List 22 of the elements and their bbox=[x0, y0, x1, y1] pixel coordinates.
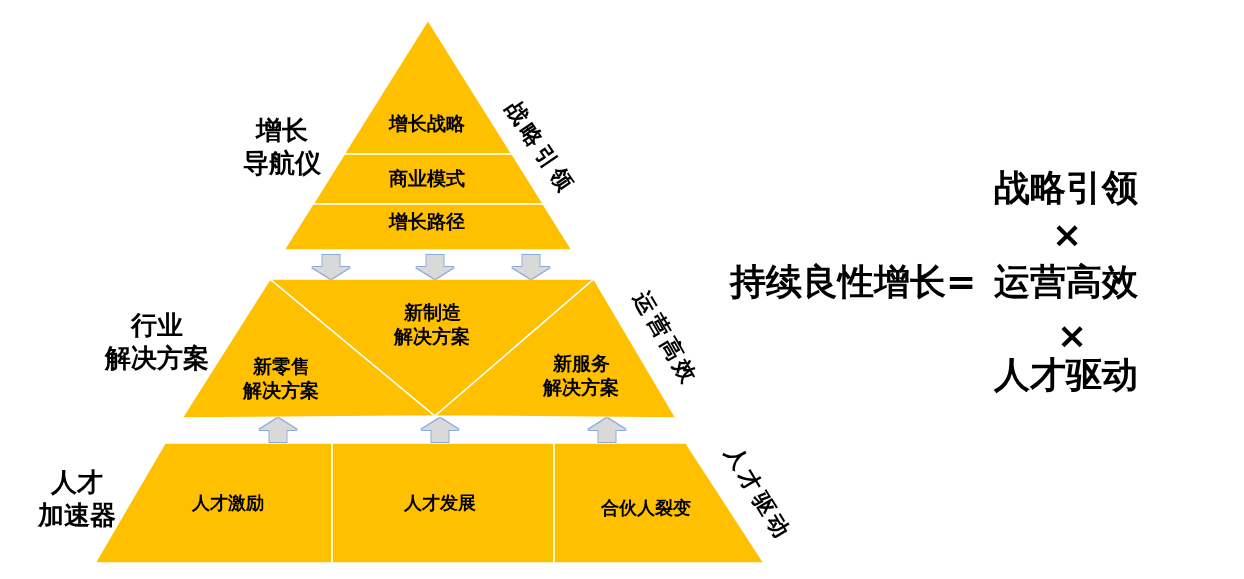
section-label: 合伙人裂变 bbox=[601, 496, 691, 520]
section-label: 新零售解决方案 bbox=[242, 355, 320, 403]
formula-term: 战略引领 bbox=[994, 165, 1138, 210]
block-arrow bbox=[421, 418, 459, 443]
side-label: 人才驱动 bbox=[719, 441, 798, 547]
section-label: 商业模式 bbox=[389, 167, 465, 191]
section-label: 新制造解决方案 bbox=[393, 301, 471, 349]
block-arrow bbox=[588, 418, 626, 443]
section-label: 新服务解决方案 bbox=[542, 352, 620, 400]
block-arrow bbox=[259, 418, 297, 443]
section-label: 人才激励 bbox=[192, 491, 264, 515]
formula-term: 运营高效 bbox=[994, 259, 1138, 304]
tier-heading: 增长导航仪 bbox=[242, 113, 322, 179]
tier-heading: 行业解决方案 bbox=[104, 308, 210, 374]
side-label: 战略引领 bbox=[499, 95, 582, 200]
multiply-sign: × bbox=[1051, 212, 1083, 257]
section-label: 增长战略 bbox=[389, 112, 465, 136]
tier-heading: 人才加速器 bbox=[36, 465, 117, 531]
section-label: 人才发展 bbox=[404, 491, 476, 515]
formula-term: 持续良性增长= bbox=[729, 259, 977, 304]
side-label: 运营高效 bbox=[628, 285, 705, 392]
section-label: 增长路径 bbox=[389, 210, 465, 234]
